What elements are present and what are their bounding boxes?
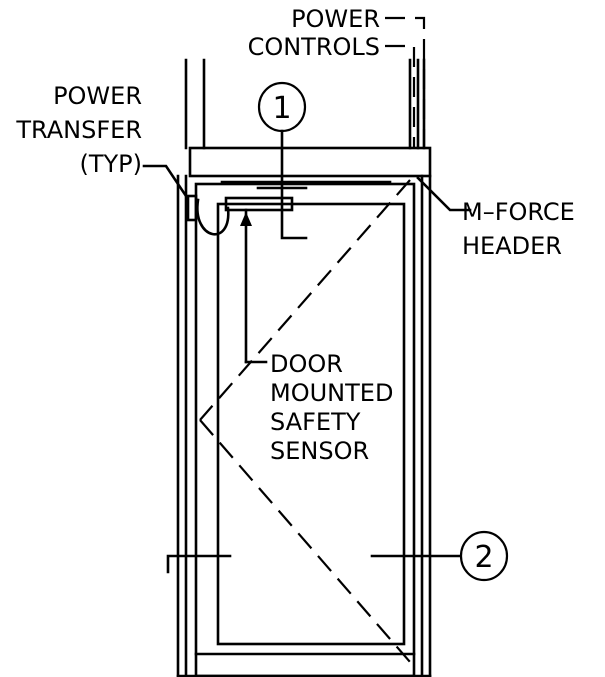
- safety-sensor-line-4: SENSOR: [270, 437, 369, 465]
- power-transfer-line-2: TRANSFER: [15, 116, 142, 144]
- power-controls-label: POWER CONTROLS: [248, 5, 380, 61]
- power-controls-line-2: CONTROLS: [248, 33, 380, 61]
- callout-2-number: 2: [474, 540, 493, 575]
- power-controls-line-1: POWER: [291, 5, 380, 33]
- safety-sensor-leader: [240, 208, 268, 364]
- power-transfer-device: [186, 194, 230, 236]
- power-transfer-label: POWER TRANSFER (TYP): [15, 82, 142, 178]
- power-transfer-line-1: POWER: [53, 82, 142, 110]
- mforce-header-leader: [416, 176, 472, 212]
- safety-sensor-line-3: SAFETY: [270, 408, 361, 436]
- callout-1-number: 1: [272, 91, 291, 126]
- safety-sensor-line-2: MOUNTED: [270, 379, 393, 407]
- door-leaf: [194, 182, 416, 677]
- mforce-header: [188, 146, 432, 178]
- power-transfer-leader: [142, 164, 188, 198]
- power-transfer-line-3: (TYP): [79, 150, 142, 178]
- safety-sensor-line-1: DOOR: [270, 350, 343, 378]
- section-mark: [166, 554, 232, 574]
- mforce-header-line-1: M–FORCE: [462, 198, 575, 226]
- safety-sensor-label: DOOR MOUNTED SAFETY SENSOR: [270, 350, 393, 465]
- door-swing-lines: [199, 179, 411, 663]
- safety-sensor: [224, 196, 294, 212]
- callout-2: 2: [459, 530, 509, 582]
- power-controls-conduit: [385, 16, 426, 148]
- mforce-header-label: M–FORCE HEADER: [462, 198, 575, 260]
- mforce-header-line-2: HEADER: [462, 232, 562, 260]
- callout-1: 1: [257, 81, 308, 240]
